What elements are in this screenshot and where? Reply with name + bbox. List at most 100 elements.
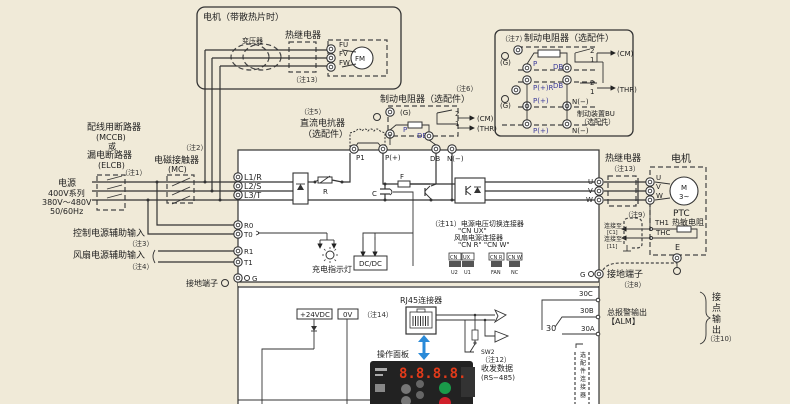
terminal-db-note6 [424, 131, 434, 141]
rs485-label: (RS−485) [481, 374, 515, 382]
motor-v-label: V [656, 183, 661, 191]
terminal-g-note7-1 [513, 45, 523, 55]
note12-label: （注12） [481, 355, 511, 364]
alarm-relay-output: 30C 30B 30A 30 总报警输出 【ALM】 接 点 输 出 （注10）… [541, 290, 736, 404]
input-terminals: L1/R L2/S L3/T R0 T0 R1 T1 G [233, 172, 296, 283]
fan-conn-label: 风扇电源连接器 [454, 233, 503, 242]
rj45-label: RJ45连接器 [400, 295, 442, 305]
option-conn-char: 连 [580, 375, 586, 383]
connector-cn-u2: CN U2 [448, 252, 462, 276]
left-labels: 配线用断路器 (MCCB) 或 漏电断路器 (ELCB) （注1） （注2） 电… [42, 121, 229, 288]
ground-icon-motor [673, 267, 681, 275]
p1-label: P1 [356, 154, 365, 162]
alarm-output-label: 总报警输出 [607, 307, 647, 317]
conn-c1-sub: [C1] [607, 230, 618, 236]
keypad-func-button[interactable] [401, 396, 411, 404]
terminal-24vdc [296, 308, 333, 320]
motor-terminal-v [645, 186, 655, 196]
t30a-label: 30A [581, 325, 595, 333]
txrx-label: 收发数据 [481, 363, 513, 373]
transformer-coil-2 [242, 43, 282, 71]
option-conn-char: 配 [580, 360, 586, 367]
terminal-u [594, 177, 604, 187]
motor-terminal-e [672, 253, 682, 263]
brake-resistor-note7-box: （注7） 制动电阻器（选配件） (G) (G) P DB P(+)R DB P(… [494, 29, 637, 137]
keypad-stop-button[interactable] [439, 397, 451, 404]
note8-label: （注8） [620, 280, 645, 289]
keypad-run-button[interactable] [439, 382, 451, 394]
p-label-7: P [533, 60, 537, 68]
connector-bottom-label: FAN [491, 270, 501, 276]
charge-lamp-label: 充电指示灯 [312, 264, 352, 274]
dc-bus-terminals: P1 P(+) DB N(−) [349, 134, 464, 163]
terminal-g-note7-2 [511, 85, 521, 95]
terminal-db [431, 144, 441, 154]
bidirectional-arrow-icon [418, 335, 430, 360]
terminal-t1 [233, 257, 243, 267]
fan-aux-label: 风扇电源辅助输入 [73, 249, 145, 261]
power-circuit: R F C [292, 153, 596, 266]
option-conn-char: 件 [580, 367, 586, 375]
brake-resistor-note6: （注6） 制动电阻器（选配件） (G) P DB 2 1 (CM) (THR) [373, 84, 497, 141]
contact-output-char: 出 [712, 324, 721, 336]
power-series: 400V系列 [48, 188, 85, 198]
connector-ux-u1: UX U1 [461, 252, 475, 276]
terminal-g-right [594, 269, 604, 279]
nminus1-label-7: N(−) [572, 98, 589, 106]
transformer-coil-1 [230, 43, 270, 71]
db2-label-7: DB [553, 82, 563, 90]
connector-bottom-label: U2 [451, 270, 458, 276]
cm-label-6: (CM) [477, 115, 494, 123]
note9-label: （注9） [624, 210, 649, 219]
r1-label: R1 [244, 248, 253, 256]
mccb-breaker [96, 174, 126, 211]
keypad-up-button[interactable] [416, 380, 424, 388]
dc-reactor-title: 直流电抗器 [300, 117, 345, 129]
connector-cnr-fan: CN R FAN [488, 252, 505, 276]
hs-thermal-relay [288, 41, 317, 73]
n1b-label: 1 [590, 88, 594, 96]
ground-label-right: 接地端子 [607, 268, 643, 280]
brake-resistor-6-frame [387, 105, 459, 137]
keypad-panel[interactable]: 8.8.8.8. [370, 361, 475, 404]
terminal-v [594, 186, 604, 196]
terminal-w [594, 195, 604, 205]
w-label: W [586, 196, 593, 204]
contact-output-char: 输 [712, 313, 721, 325]
n1-label-6: 1 [455, 120, 459, 128]
note10-label: （注10） [706, 334, 736, 343]
connector-top-label: CN R [490, 255, 503, 261]
fan-motor [350, 46, 374, 70]
note3-label: （注3） [128, 239, 153, 248]
ground-icon-left [221, 279, 229, 287]
brake-unit-option: （选配件） [580, 117, 615, 126]
fan-motor-label: FM [355, 55, 365, 63]
keypad-prg-button[interactable] [401, 384, 411, 394]
terminal-fw [326, 62, 336, 72]
ctrl-aux-label: 控制电源辅助输入 [73, 227, 145, 239]
mccb-title: 配线用断路器 [87, 121, 141, 133]
pr-label-7: P(+)R [533, 84, 554, 92]
terminal-g-left [233, 273, 243, 283]
motor-m-label: M [681, 184, 687, 192]
l2s-label: L2/S [244, 182, 261, 191]
dc-reactor-option: （选配件） [303, 128, 348, 140]
nminus-label: N(−) [447, 155, 464, 163]
th1-label: TH1 [654, 219, 669, 227]
note14-label: （注14） [363, 310, 393, 319]
conn-c1-label: 连接至 [604, 222, 622, 230]
connector-top-label: CN W [508, 255, 522, 261]
keypad-panel-label: 操作面板 [377, 349, 409, 359]
terminal-r0 [233, 220, 243, 230]
keypad-shift-button[interactable] [416, 391, 424, 399]
transformer-label: 变压器 [242, 36, 263, 45]
contactor-abbr: (MC) [168, 165, 187, 174]
rj45-connector [405, 306, 437, 335]
ptc-label: PTC [673, 209, 690, 219]
thr-label-7: (THR) [617, 86, 637, 94]
t0-label: T0 [243, 231, 253, 239]
elcb-abbr: (ELCB) [98, 161, 125, 170]
power-freq: 50/60Hz [50, 207, 83, 216]
dcdc-label: DC/DC [359, 260, 382, 268]
